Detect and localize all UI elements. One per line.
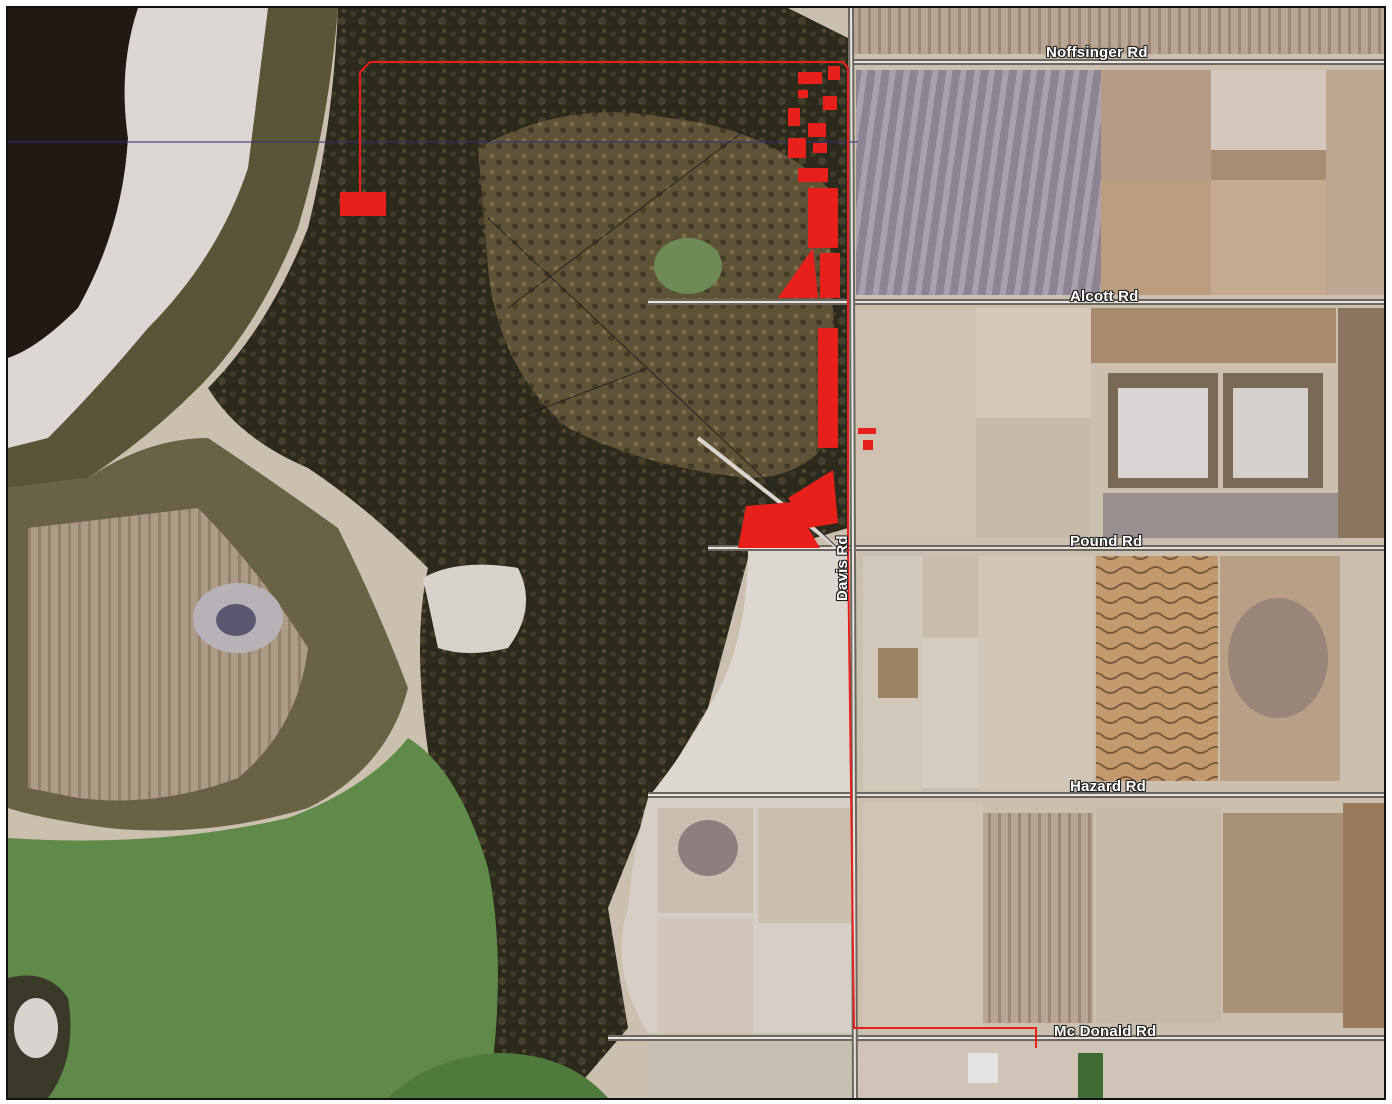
road-label-hazard: Hazard Rd [1070, 778, 1146, 795]
road-label-noffsinger: Noffsinger Rd [1046, 44, 1148, 61]
road-label-davis: Davis Rd [834, 535, 851, 601]
road-label-alcott: Alcott Rd [1070, 288, 1139, 305]
road-label-pound: Pound Rd [1070, 533, 1143, 550]
aerial-map: Noffsinger Rd Alcott Rd Pound Rd Hazard … [6, 6, 1386, 1100]
road-label-mcdonald: Mc Donald Rd [1054, 1023, 1157, 1040]
aerial-map-image [8, 8, 1384, 1098]
